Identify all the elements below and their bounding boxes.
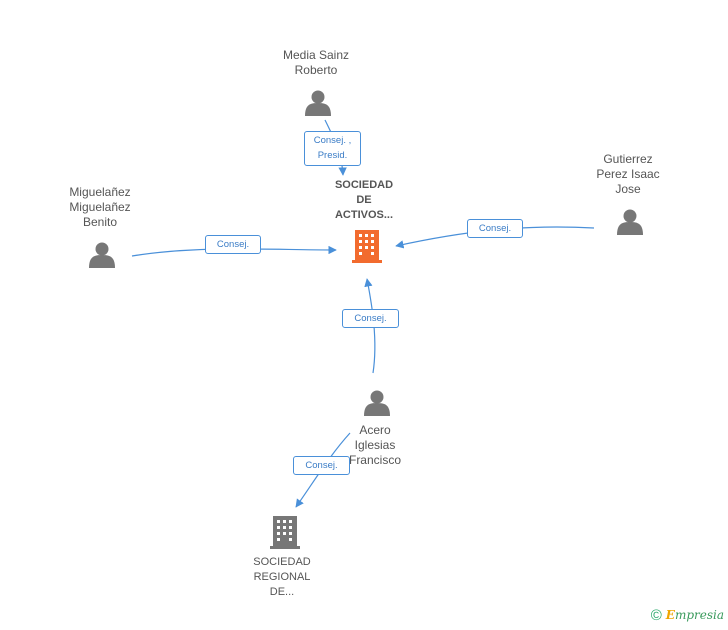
edge-label-line: Presid. [317,150,348,161]
node-label-gutierrez[interactable]: Gutierrez Perez Isaac Jose [578,152,678,197]
node-label-line: Francisco [348,453,401,467]
node-label-line: Miguelañez [69,185,131,199]
node-label-line: SOCIEDAD [334,179,394,191]
node-label-line: Iglesias [354,438,396,452]
node-label-line: Benito [82,215,118,229]
node-label-line: Miguelañez [69,200,131,214]
footer-brand: © Empresia [651,606,724,624]
edge-label-line: Consej. , [313,135,352,146]
node-label-line: DE... [269,586,295,598]
person-icon[interactable] [305,90,331,117]
edge-label-acero[interactable]: Consej. [342,309,399,328]
node-label-regional-company[interactable]: SOCIEDAD REGIONAL DE... [232,555,332,600]
node-label-miguel[interactable]: Miguelañez Miguelañez Benito [50,185,150,230]
node-label-line: Acero [359,423,391,437]
person-icon[interactable] [617,209,643,236]
brand-name: mpresia [674,608,724,622]
edge-label-line: Consej. [478,223,512,234]
node-label-main-company[interactable]: SOCIEDAD DE ACTIVOS... [314,178,414,223]
edge-label-miguel[interactable]: Consej. [205,235,261,254]
brand-initial: E [665,608,675,622]
node-label-line: Roberto [294,63,338,77]
node-label-line: REGIONAL [253,571,311,583]
edge-label-line: Consej. [216,239,250,250]
node-label-line: SOCIEDAD [253,556,311,568]
edge-label-regional[interactable]: Consej. [293,456,350,475]
person-icon[interactable] [89,242,115,269]
node-label-line: Gutierrez [603,152,653,166]
node-label-line: Media Sainz [282,48,350,62]
edge-label-line: Consej. [305,460,338,471]
node-label-line: ACTIVOS... [334,209,394,221]
node-label-line: Jose [615,182,641,196]
node-label-line: DE [356,194,372,206]
building-icon[interactable] [352,230,382,263]
brand-logo[interactable]: Empresia [666,608,724,622]
edge-label-media[interactable]: Consej. , Presid. [304,131,361,166]
edge-label-gutierrez[interactable]: Consej. [467,219,523,238]
building-icon[interactable] [270,516,300,549]
node-label-acero[interactable]: Acero Iglesias Francisco [325,423,425,468]
node-label-media[interactable]: Media Sainz Roberto [266,48,366,78]
edge-label-line: Consej. [354,313,387,324]
node-label-line: Perez Isaac [596,167,660,181]
person-icon[interactable] [364,390,390,417]
copyright-icon: © [650,606,662,624]
